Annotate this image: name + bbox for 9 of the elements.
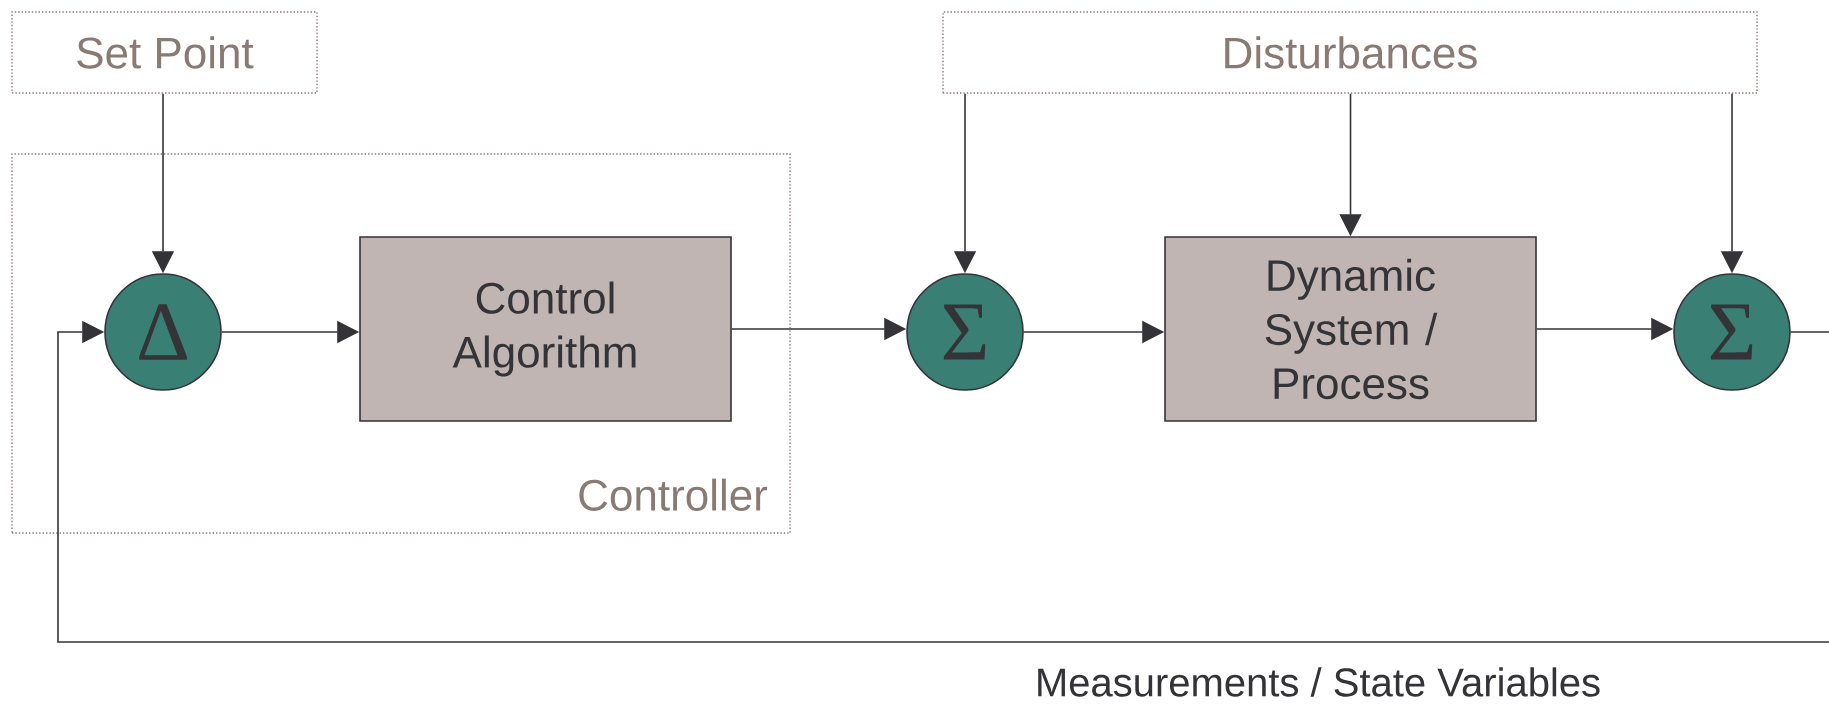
input-label-box: Disturbances bbox=[942, 11, 1758, 94]
input-label-box: Set Point bbox=[11, 11, 318, 94]
summing-junction: Σ bbox=[906, 273, 1024, 391]
edge-label: Measurements / State Variables bbox=[1032, 665, 1604, 699]
arrow bbox=[57, 320, 1829, 643]
summing-junction: Δ bbox=[104, 273, 222, 391]
process-box: Dynamic System / Process bbox=[1164, 236, 1537, 422]
process-box: Control Algorithm bbox=[359, 236, 732, 422]
summing-junction: Σ bbox=[1673, 273, 1791, 391]
